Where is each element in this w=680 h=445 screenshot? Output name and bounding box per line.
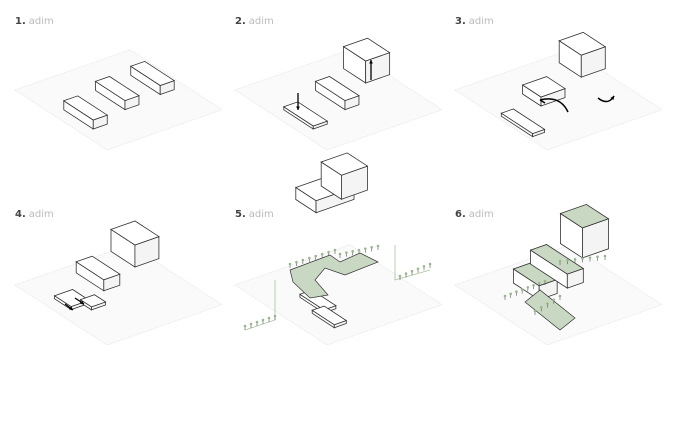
tree-icon [301,258,305,262]
tree-icon [543,279,547,283]
tree-icon [255,320,259,324]
step-6-label: 6.adim [455,209,494,220]
tree-icon [364,247,367,250]
tree-icon [428,262,432,266]
rotate-arrow-icon [539,98,569,113]
step-2-label: 2.adim [235,16,274,27]
tree-icon [566,258,569,262]
building-top [342,37,391,62]
building-top [529,244,585,275]
tree-icon [333,248,337,252]
step-4-label: 4.adim [15,209,54,220]
step-1-label: 1.adim [15,16,54,27]
building-top [521,76,566,98]
tree-icon [558,259,562,263]
tree-icon [351,250,354,253]
tree-icon [243,324,247,328]
step-number: 5. [235,209,246,220]
arrow-head-icon [296,106,300,110]
step-number: 4. [15,209,26,220]
tree-icon [261,318,265,322]
tree-icon [288,262,292,266]
building-top [75,255,121,281]
building-top [559,203,610,229]
building-top [500,108,546,135]
building-top [110,220,160,246]
tree-icon [327,250,330,254]
tree-icon [537,281,541,285]
arrow-head-icon [69,306,73,310]
green-ramp [524,289,576,331]
tree-icon [596,255,599,259]
tree-icon [552,298,556,302]
step-word: adim [248,209,274,220]
tree-icon [581,257,584,260]
building-top [282,101,329,127]
tree-icon [307,256,311,260]
building-top [94,76,140,102]
tree-icon [376,244,380,248]
tree-icon [503,294,507,298]
step-number: 1. [15,16,26,27]
tree-icon [249,322,253,326]
path-line [394,245,431,281]
step-number: 2. [235,16,246,27]
step-word: adim [248,16,274,27]
tree-icon [357,248,361,252]
tree-icon [558,294,562,298]
tree-icon [509,292,513,296]
step-number: 3. [455,16,466,27]
arrow-head-icon [80,300,84,304]
tree-icon [370,246,373,249]
tree-icon [410,269,414,273]
tree-icon [422,265,426,268]
building-top [314,76,360,102]
tree-icon [416,267,420,271]
tree-icon [295,260,298,264]
building-top [129,60,176,86]
step-word: adim [468,209,494,220]
tree-icon [320,252,324,256]
tree-icon [539,305,543,309]
ground-plane [453,244,664,346]
arrow-head-icon [610,96,614,100]
tree-icon [404,272,408,275]
building-top [311,305,348,326]
tree-icon [573,258,577,261]
ground-plane [233,244,444,346]
building-top [62,95,109,121]
arrow-head-icon [369,60,373,64]
step-word: adim [28,209,54,220]
ground-plane [13,244,224,346]
tree-icon [267,316,271,320]
tree-icon [546,302,549,305]
tree-icon [532,283,535,287]
tree-icon [273,314,277,318]
tree-icon [520,288,524,291]
tree-icon [588,256,592,259]
tree-icon [515,290,518,294]
step-number: 6. [455,209,466,220]
step-word: adim [468,16,494,27]
step-5-label: 5.adim [235,209,274,220]
tree-icon [345,251,348,254]
building-top [558,31,607,56]
tree-icon [338,252,342,256]
tree-icon [533,309,537,313]
tree-icon [314,254,318,258]
building-top [79,294,107,308]
step-3-label: 3.adim [455,16,494,27]
tree-icon [526,286,530,289]
tree-icon [603,254,607,258]
green-platform [289,252,379,299]
step-word: adim [28,16,54,27]
tree-icon [398,274,402,278]
building-top [320,152,369,176]
